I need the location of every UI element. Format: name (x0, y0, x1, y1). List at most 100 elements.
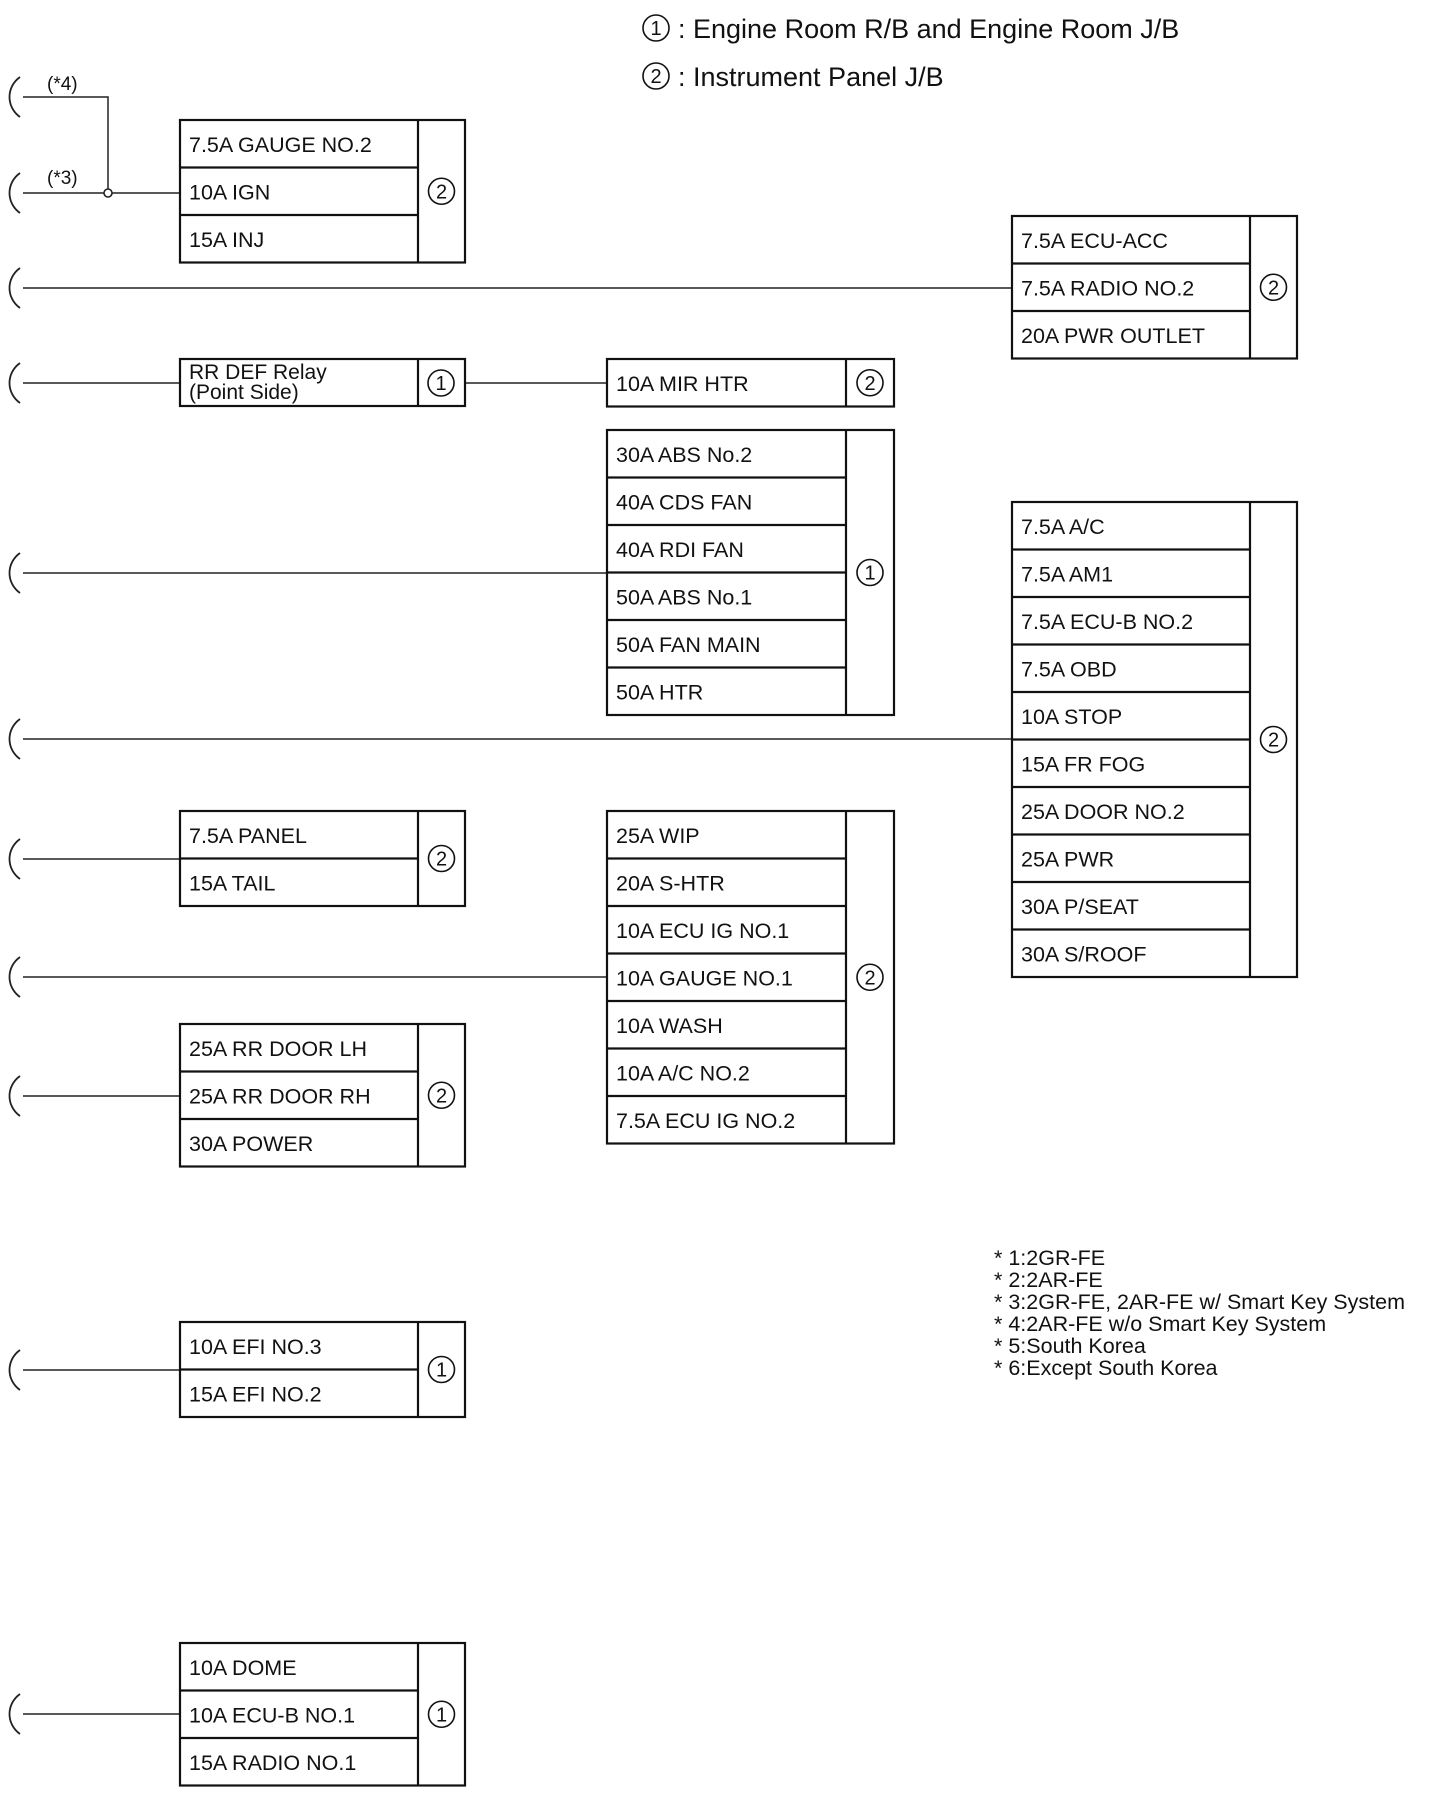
fuse-label: 10A DOME (189, 1656, 297, 1680)
fuse-label: 7.5A PANEL (189, 824, 307, 848)
legend-text-2: : Instrument Panel J/B (678, 62, 944, 92)
wire-junction-node (103, 188, 113, 198)
fuse-label: 7.5A RADIO NO.2 (1021, 276, 1194, 300)
fuse-label: 30A POWER (189, 1132, 313, 1156)
fuse-label: 20A PWR OUTLET (1021, 324, 1205, 348)
fuse-label: 25A WIP (616, 824, 700, 848)
junction-block-number: 2 (1268, 277, 1279, 299)
junction-block-number: 2 (436, 181, 447, 203)
fuse-label: 40A RDI FAN (616, 538, 744, 562)
fuse-label: 15A TAIL (189, 871, 276, 895)
junction-block-number: 2 (864, 373, 875, 395)
wires (23, 96, 1012, 1715)
wire-break-symbol (8, 1693, 21, 1735)
fuse-label: 30A ABS No.2 (616, 443, 752, 467)
note-3: * 3:2GR-FE, 2AR-FE w/ Smart Key System (994, 1290, 1405, 1314)
fuse-label: 10A ECU IG NO.1 (616, 919, 789, 943)
fuse-box-mir-htr: 10A MIR HTR 2 (605, 357, 896, 408)
junction-block-circle (1259, 273, 1288, 302)
fuse-box-ecu-acc: 7.5A ECU-ACC 7.5A RADIO NO.2 20A PWR OUTLE… (1010, 214, 1299, 360)
fuse-label: 10A ECU-B NO.1 (189, 1703, 355, 1727)
fuse-label: 25A RR DOOR LH (189, 1037, 367, 1061)
junction-block-number: 1 (436, 1704, 447, 1726)
fuse-label: 40A CDS FAN (616, 490, 752, 514)
fuse-box-panel: 7.5A PANEL 15A TAIL 2 (178, 809, 467, 908)
note-1: * 1:2GR-FE (994, 1246, 1105, 1270)
wire-break-symbol (8, 76, 21, 118)
fuse-label: 30A P/SEAT (1021, 895, 1139, 919)
wire-break-symbol (8, 1349, 21, 1391)
fuse-box-dome: 10A DOME 10A ECU-B NO.1 15A RADIO NO.1 1 (178, 1641, 467, 1787)
note-6: * 6:Except South Korea (994, 1356, 1218, 1380)
wire-break-symbol (8, 267, 21, 309)
fuse-label: 20A S-HTR (616, 871, 725, 895)
note-5: * 5:South Korea (994, 1334, 1146, 1358)
legend-circle-2 (642, 62, 670, 90)
notes: * 1:2GR-FE * 2:2AR-FE * 3:2GR-FE, 2AR-FE… (994, 1246, 1405, 1380)
fuse-label: 15A INJ (189, 228, 264, 252)
wire-break-symbol (8, 362, 21, 404)
legend-text-1: : Engine Room R/B and Engine Room J/B (678, 14, 1179, 44)
fuse-label: 10A EFI NO.3 (189, 1335, 322, 1359)
legend: 1 : Engine Room R/B and Engine Room J/B … (642, 14, 1179, 92)
fuse-label: 7.5A OBD (1021, 657, 1117, 681)
wire-break-symbol (8, 552, 21, 594)
legend-num-2: 2 (650, 66, 661, 88)
junction-block-circle (427, 1355, 456, 1384)
fuse-box-ac: 7.5A A/C 7.5A AM1 7.5A ECU-B NO.2 7.5A OBD 1… (1010, 500, 1299, 979)
fuse-box-wip: 25A WIP 20A S-HTR 10A ECU IG NO.1 10A GAUGE… (605, 809, 896, 1145)
fuse-label: 7.5A ECU-ACC (1021, 229, 1168, 253)
note-2: * 2:2AR-FE (994, 1268, 1103, 1292)
relay-label-1: RR DEF Relay (189, 361, 327, 384)
junction-block-number: 2 (436, 849, 447, 871)
wire-break-symbol (8, 172, 21, 214)
fuse-label: 25A DOOR NO.2 (1021, 800, 1185, 824)
fuse-label: 10A MIR HTR (616, 372, 749, 396)
wire-break-symbol (8, 838, 21, 880)
fuse-label: 50A HTR (616, 680, 703, 704)
junction-block-circle (427, 1700, 456, 1729)
wire-break-symbol (8, 956, 21, 998)
fuse-label: 15A FR FOG (1021, 752, 1145, 776)
fuse-label: 15A RADIO NO.1 (189, 1751, 356, 1775)
relay-jb-num: 1 (435, 373, 446, 395)
tag-note-4: (*4) (47, 74, 78, 95)
junction-block-circle (427, 1081, 456, 1110)
junction-block-circle (856, 368, 884, 397)
fuse-label: 15A EFI NO.2 (189, 1382, 322, 1406)
fuse-label: 7.5A A/C (1021, 515, 1105, 539)
rr-def-relay: RR DEF Relay (Point Side) 1 (178, 357, 467, 408)
fuse-label: 25A PWR (1021, 847, 1114, 871)
fuse-label: 7.5A ECU-B NO.2 (1021, 610, 1193, 634)
wire-branch-4 (23, 96, 109, 193)
fuse-label: 10A STOP (1021, 705, 1122, 729)
relay-label-2: (Point Side) (189, 381, 299, 404)
tag-note-3: (*3) (47, 168, 78, 189)
fuse-label: 10A A/C NO.2 (616, 1061, 750, 1085)
fuse-label: 25A RR DOOR RH (189, 1084, 371, 1108)
legend-circle-1 (642, 14, 670, 42)
fuse-label: 10A WASH (616, 1014, 723, 1038)
junction-block-circle (1259, 725, 1288, 754)
fuse-label: 7.5A ECU IG NO.2 (616, 1109, 795, 1133)
fuse-label: 10A GAUGE NO.1 (616, 966, 793, 990)
fuse-label: 50A FAN MAIN (616, 633, 761, 657)
wire-break-symbol (8, 718, 21, 760)
junction-block-circle (427, 844, 456, 873)
fuse-label: 7.5A AM1 (1021, 562, 1113, 586)
fuse-label: 30A S/ROOF (1021, 942, 1146, 966)
wire-break-symbols (8, 76, 21, 1735)
junction-block-number: 1 (864, 563, 875, 585)
wire-break-symbol (8, 1075, 21, 1117)
junction-block-number: 2 (864, 967, 875, 989)
junction-block-circle (856, 963, 884, 992)
relay-jb-circle (427, 369, 455, 397)
fuse-label: 10A IGN (189, 180, 270, 204)
junction-block-circle (427, 177, 456, 206)
junction-block-circle (856, 558, 884, 587)
